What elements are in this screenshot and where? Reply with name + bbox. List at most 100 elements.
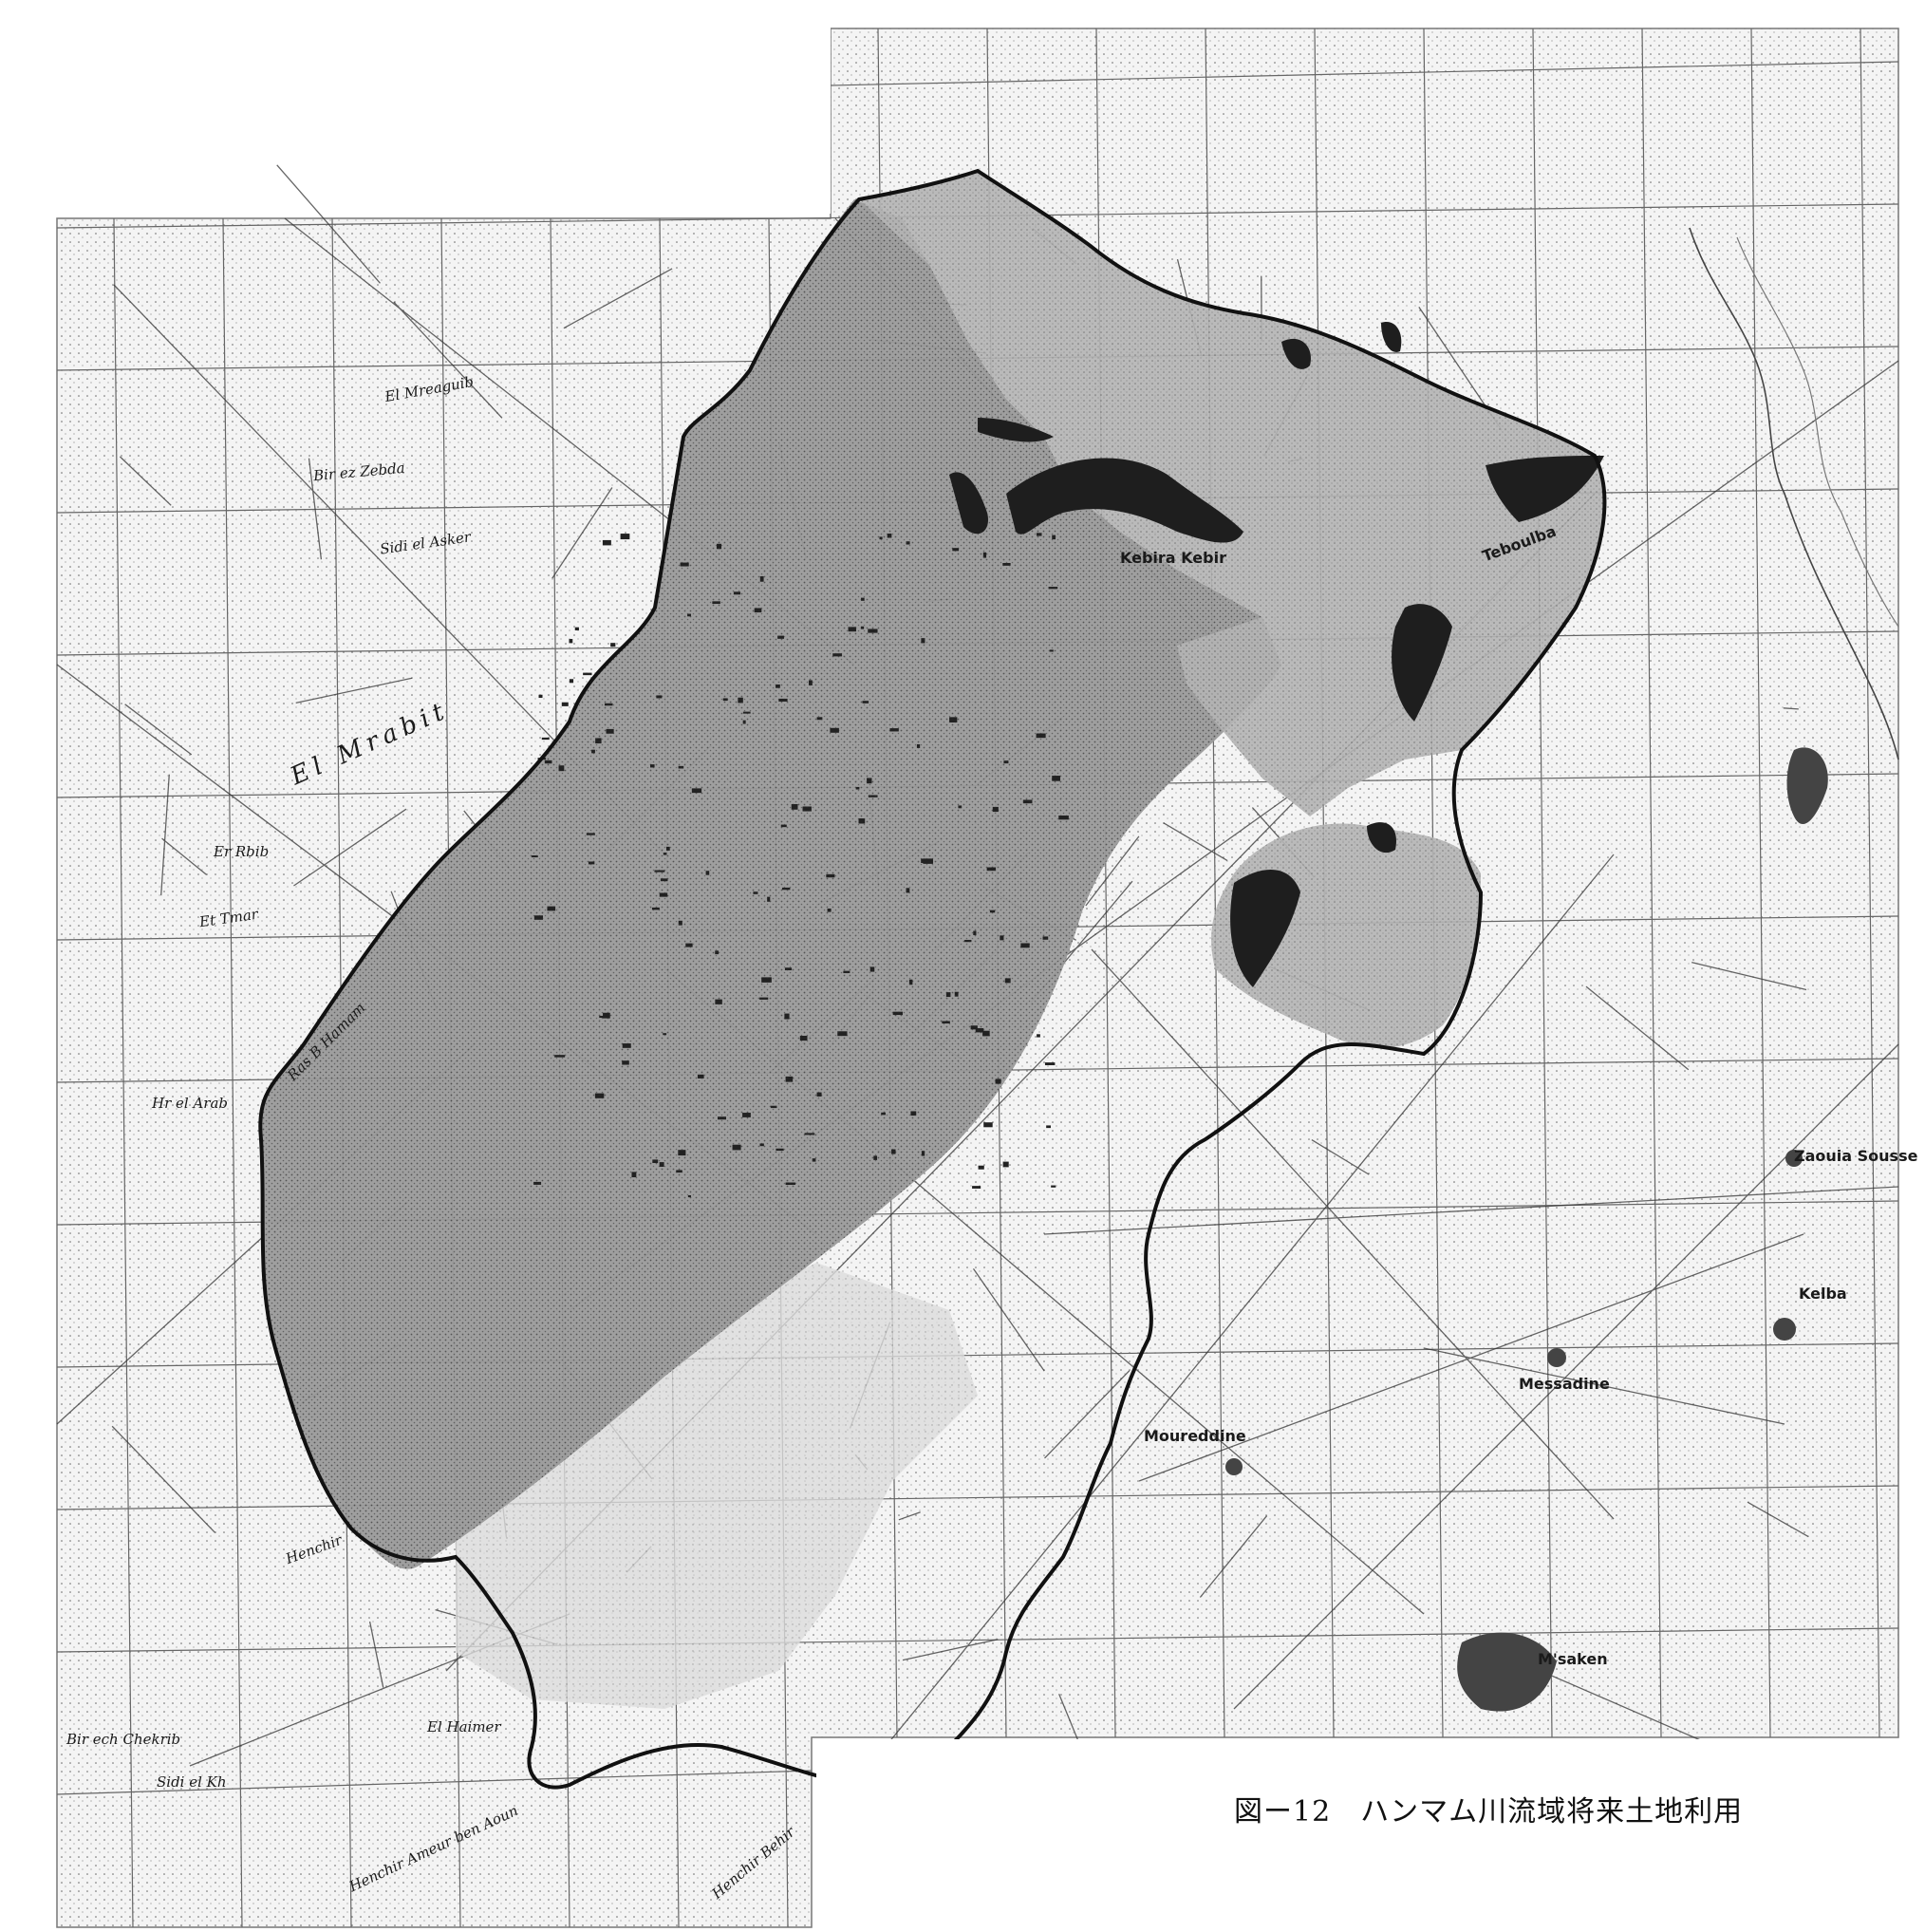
speck	[992, 806, 999, 813]
caption-area	[816, 1739, 1925, 1932]
speck	[1042, 936, 1049, 940]
speck	[718, 1116, 726, 1120]
speck	[881, 1112, 886, 1116]
speck	[622, 1043, 631, 1048]
speck	[1003, 760, 1009, 764]
land-use-zone-light	[456, 1263, 978, 1709]
speck	[942, 1021, 950, 1024]
road	[853, 853, 1615, 1786]
speck	[574, 627, 579, 631]
track	[902, 1639, 999, 1661]
track	[293, 808, 407, 887]
speck	[879, 536, 883, 540]
track	[161, 837, 207, 875]
speck	[855, 786, 860, 790]
speck	[1048, 587, 1058, 590]
track	[1044, 1370, 1131, 1459]
speck	[586, 833, 595, 835]
speck	[595, 738, 602, 744]
speck	[742, 720, 746, 724]
track	[393, 301, 503, 419]
speck	[982, 1030, 990, 1037]
speck	[916, 743, 921, 748]
grid-line	[1641, 28, 1662, 1738]
track	[898, 1511, 921, 1521]
track	[368, 1621, 384, 1688]
speck	[986, 867, 997, 872]
speck	[541, 737, 550, 741]
speck	[631, 1172, 637, 1178]
speck	[785, 1182, 795, 1185]
speck	[1002, 1161, 1009, 1168]
speck	[1022, 799, 1033, 804]
figure-caption: 図ー12 ハンマム川流域将来土地利用	[1234, 1795, 1744, 1829]
speck	[680, 562, 689, 567]
track	[972, 1267, 1045, 1372]
speck	[650, 764, 655, 768]
land-use-zone-black	[949, 322, 1604, 987]
speck	[995, 1079, 1001, 1084]
speck	[547, 906, 556, 911]
speck	[921, 1151, 925, 1156]
track	[1163, 822, 1228, 862]
speck	[906, 541, 910, 545]
speck	[656, 695, 663, 699]
speck	[923, 858, 934, 864]
speck	[533, 915, 544, 920]
speck	[868, 795, 878, 797]
speck	[1052, 776, 1060, 781]
speck	[678, 920, 682, 926]
speck	[791, 803, 798, 810]
speck	[954, 991, 959, 997]
label-kebira: Kebira Kebir	[1120, 549, 1226, 567]
speck	[620, 534, 630, 540]
speck	[767, 896, 771, 902]
speck	[733, 591, 741, 595]
speck	[830, 727, 839, 733]
speck	[715, 999, 722, 1004]
label-messadine: Messadine	[1519, 1375, 1610, 1393]
speck	[978, 1165, 984, 1170]
speck	[867, 778, 872, 784]
label-bir-chekrib: Bir ech Chekrib	[66, 1731, 181, 1748]
speck	[1002, 562, 1011, 566]
speck	[1004, 978, 1011, 984]
speck	[652, 1159, 659, 1164]
label-moureddine: Moureddine	[1144, 1427, 1246, 1445]
speck	[816, 1092, 822, 1097]
speck	[654, 870, 665, 872]
speck	[804, 1133, 815, 1135]
speck	[610, 643, 616, 647]
track	[1747, 1501, 1809, 1538]
speck	[602, 539, 611, 546]
track	[1783, 707, 1799, 710]
speck	[659, 1162, 664, 1167]
speck	[738, 697, 743, 703]
speck	[983, 1122, 993, 1128]
speck	[583, 672, 592, 676]
speck	[827, 908, 832, 912]
speck	[958, 805, 962, 809]
speck	[989, 910, 996, 913]
speck	[1037, 1034, 1040, 1038]
speck	[1000, 935, 1004, 941]
watershed-boundary	[258, 168, 1607, 1791]
label-kelba: Kelba	[1799, 1285, 1847, 1303]
track	[295, 677, 413, 704]
speck	[891, 1149, 896, 1154]
label-zaouia-sousse: Zaouia Sousse	[1794, 1147, 1918, 1165]
speck	[761, 977, 772, 983]
label-hr-el-arab: Hr el Arab	[152, 1095, 229, 1112]
speck	[759, 1143, 764, 1147]
track	[1691, 962, 1807, 991]
track	[308, 458, 323, 560]
speck	[777, 635, 784, 639]
speck	[945, 992, 951, 998]
speck	[778, 698, 788, 702]
speck	[832, 653, 842, 657]
speck	[776, 684, 780, 688]
grid-line	[1532, 28, 1553, 1738]
track	[1311, 1139, 1370, 1175]
speck	[780, 824, 787, 828]
